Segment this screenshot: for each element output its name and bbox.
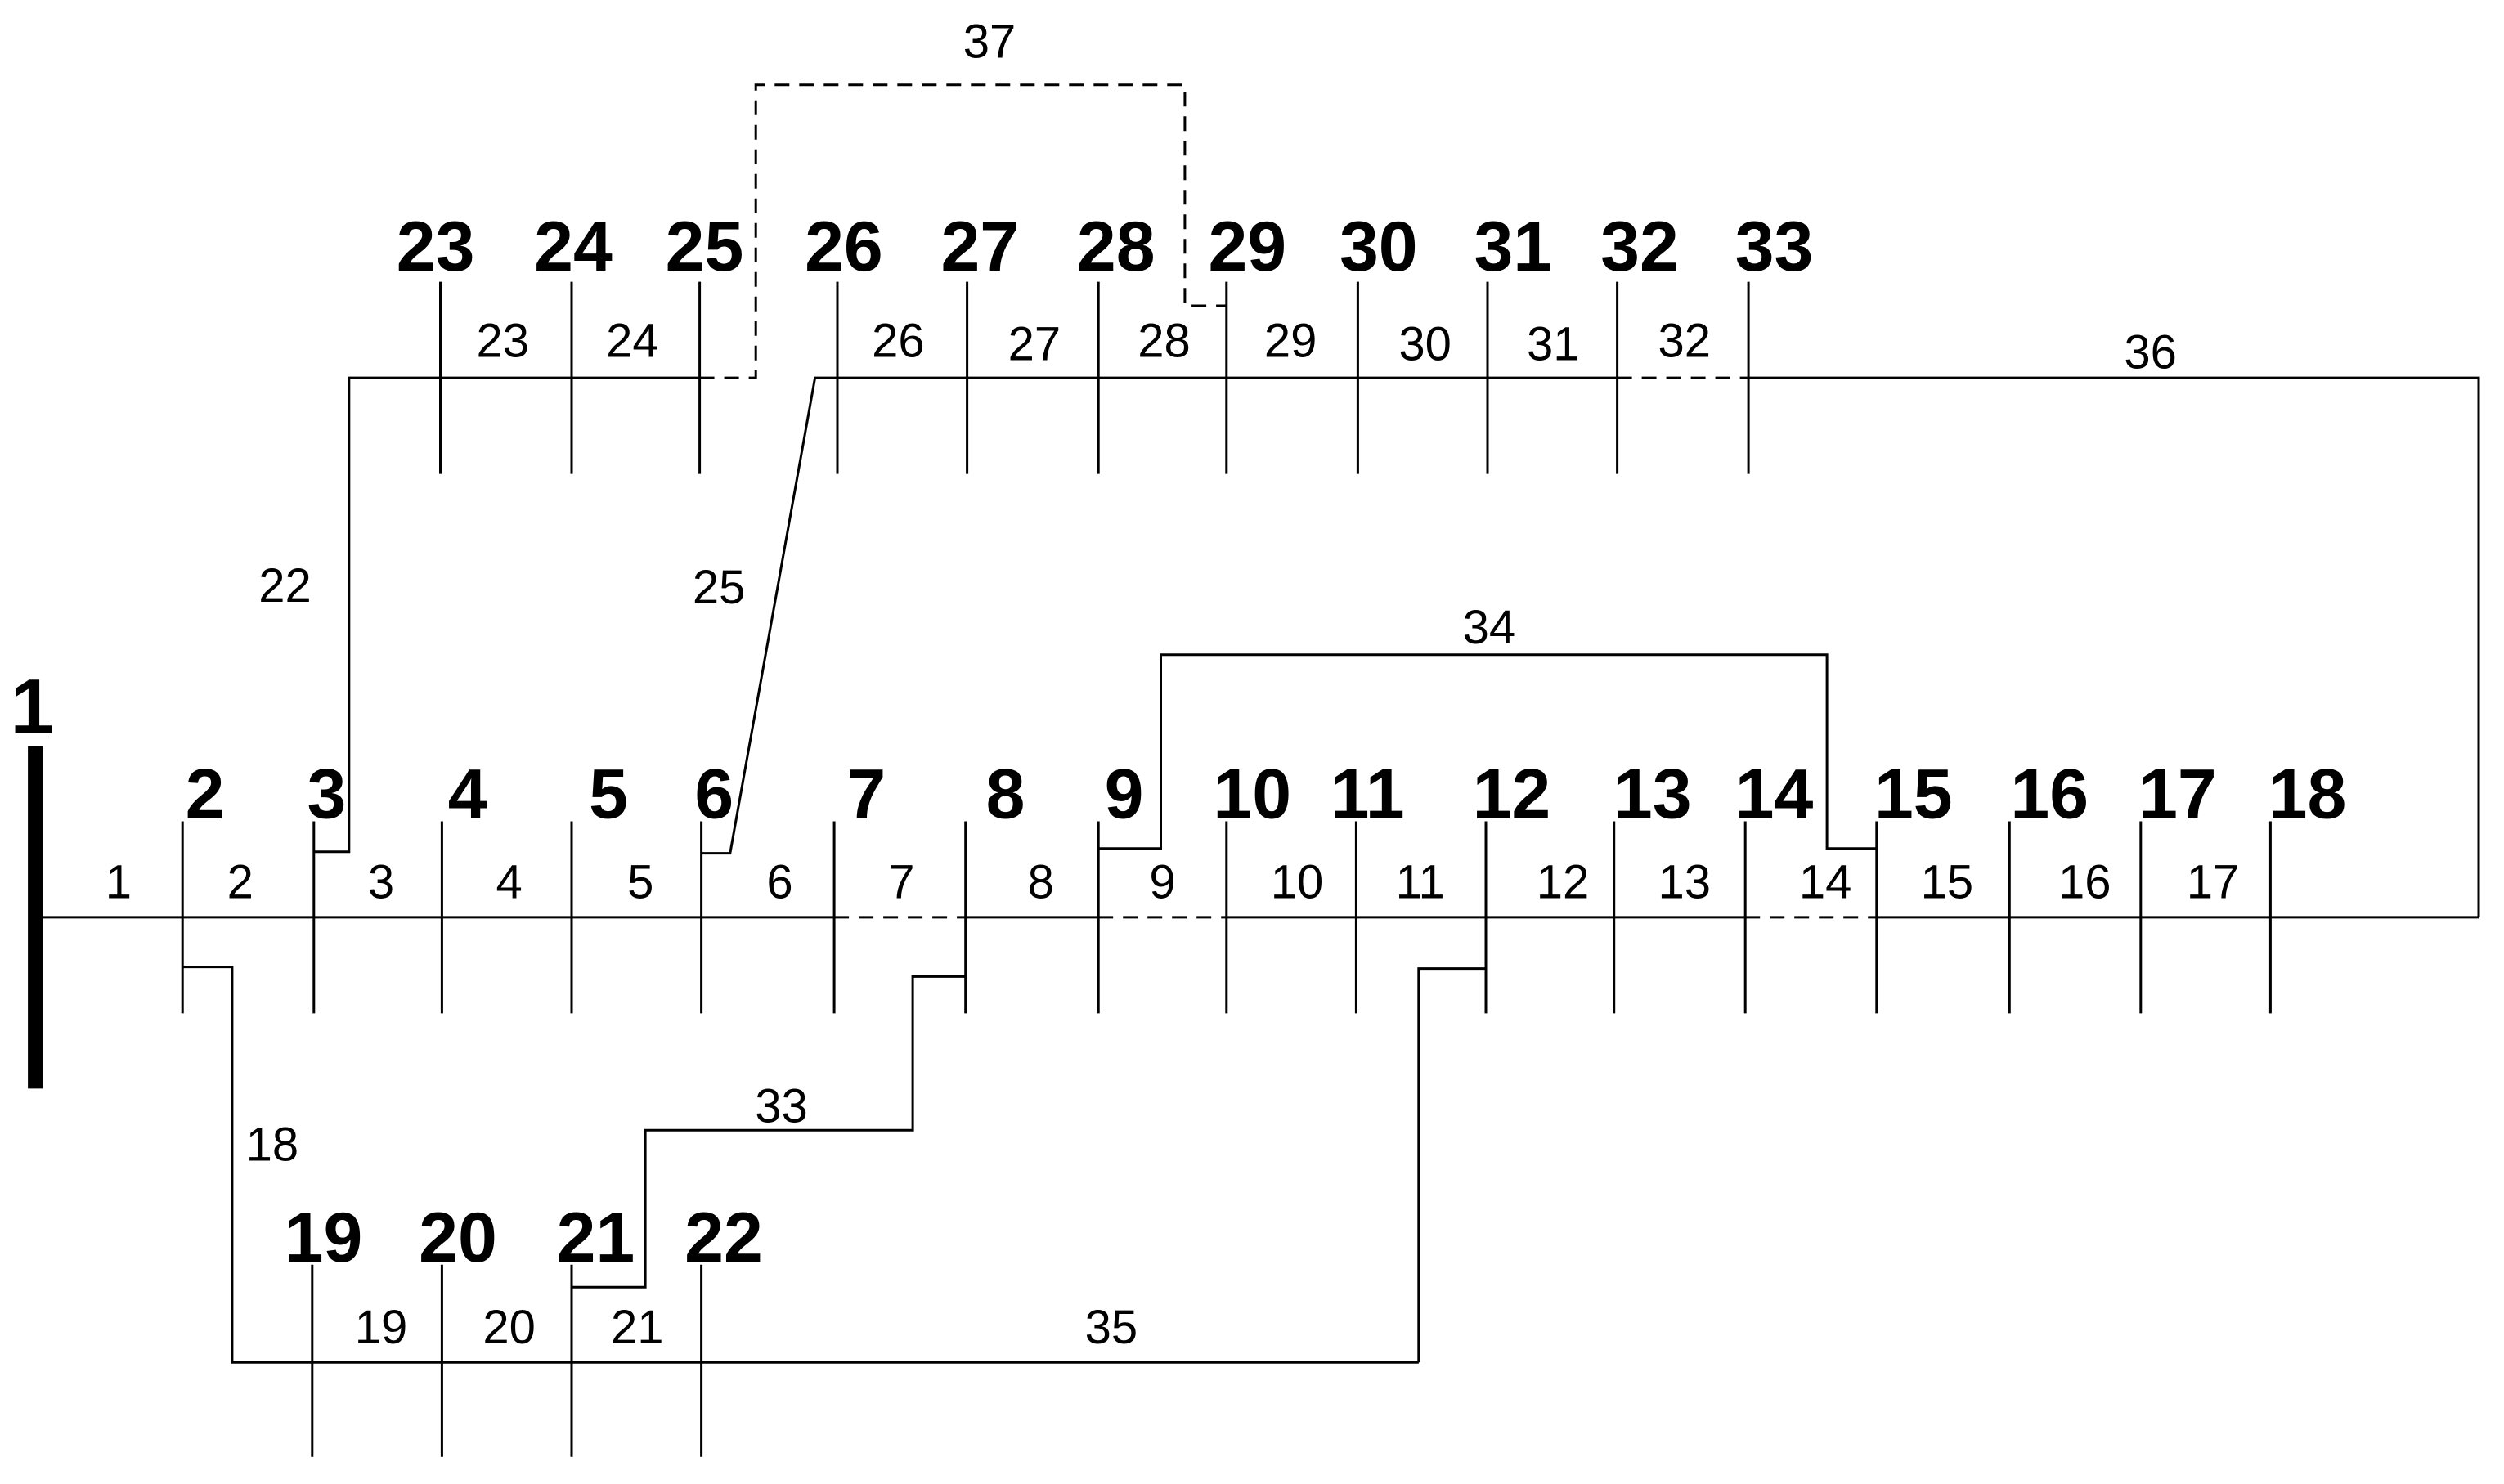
- bus-label-10: 10: [1213, 755, 1291, 834]
- bus-label-18: 18: [2268, 755, 2347, 834]
- branch-label-25: 25: [693, 561, 746, 614]
- bus-label-21: 21: [557, 1199, 635, 1277]
- branch-label-1: 1: [105, 855, 132, 908]
- tie-branch-36: [1748, 376, 2480, 917]
- branch-label-9: 9: [1149, 855, 1175, 908]
- branch-label-10: 10: [1271, 855, 1324, 908]
- tie-branch-33: [572, 975, 966, 1289]
- feeder-wires: [39, 83, 2480, 1364]
- branch-label-30: 30: [1398, 318, 1452, 371]
- branch-label-19: 19: [355, 1301, 408, 1354]
- bus-label-11: 11: [1331, 755, 1405, 834]
- bus-label-6: 6: [694, 755, 734, 834]
- branch-label-7: 7: [888, 855, 914, 908]
- bus-label-30: 30: [1340, 208, 1418, 286]
- branch-label-24: 24: [606, 315, 659, 368]
- bus-bars: [28, 281, 2272, 1457]
- branch-label-36: 36: [2124, 325, 2177, 379]
- bus-label-4: 4: [448, 755, 487, 834]
- branch-label-2: 2: [227, 855, 254, 908]
- branch-label-12: 12: [1537, 855, 1590, 908]
- branch-label-3: 3: [368, 855, 394, 908]
- bus-label-9: 9: [1105, 755, 1144, 834]
- branch-label-22: 22: [258, 559, 312, 612]
- branch-label-26: 26: [872, 315, 925, 368]
- tie-branch-34: [1098, 653, 1877, 850]
- bus-label-31: 31: [1474, 208, 1552, 286]
- branch-label-32: 32: [1658, 315, 1712, 368]
- switch-open-branch-37-a: [699, 83, 1227, 379]
- bus-label-1: 1: [11, 663, 54, 751]
- branch-label-13: 13: [1658, 855, 1712, 908]
- branch-label-14: 14: [1799, 855, 1852, 908]
- bus-label-13: 13: [1613, 755, 1692, 834]
- branch-label-5: 5: [627, 855, 653, 908]
- bus-label-12: 12: [1473, 755, 1551, 834]
- branch-label-11: 11: [1396, 855, 1445, 908]
- branch-label-29: 29: [1264, 315, 1317, 368]
- bus-label-2: 2: [186, 755, 225, 834]
- bus-label-3: 3: [307, 755, 346, 834]
- branch-label-33: 33: [755, 1080, 808, 1133]
- bus-label-7: 7: [846, 755, 886, 834]
- bus-label-29: 29: [1208, 208, 1286, 286]
- bus-label-28: 28: [1077, 208, 1156, 286]
- branch-label-17: 17: [2187, 855, 2240, 908]
- branch-label-8: 8: [1028, 855, 1054, 908]
- bus-label-20: 20: [419, 1199, 497, 1277]
- branch-label-4: 4: [496, 855, 522, 908]
- bus-label-24: 24: [534, 208, 613, 286]
- bus-label-33: 33: [1735, 208, 1814, 286]
- branch-label-21: 21: [611, 1301, 664, 1354]
- branch-label-18: 18: [246, 1119, 299, 1172]
- bus-label-27: 27: [940, 208, 1019, 286]
- branch-label-23: 23: [477, 315, 530, 368]
- bus-label-26: 26: [805, 208, 883, 286]
- bus-label-25: 25: [666, 208, 744, 286]
- bus-label-19: 19: [285, 1199, 363, 1277]
- branch-label-15: 15: [1921, 855, 1974, 908]
- bus-label-5: 5: [589, 755, 628, 834]
- bus-label-14: 14: [1735, 755, 1814, 834]
- branch-label-16: 16: [2058, 855, 2111, 908]
- branch-label-35: 35: [1085, 1301, 1138, 1354]
- branch-label-27: 27: [1008, 318, 1061, 371]
- branch-label-6: 6: [766, 855, 792, 908]
- bus-label-17: 17: [2138, 755, 2217, 834]
- bus-label-16: 16: [2010, 755, 2089, 834]
- branch-label-28: 28: [1138, 315, 1191, 368]
- branch-label-37: 37: [963, 16, 1016, 69]
- tie-branch-35: [1417, 967, 1486, 1363]
- branch-label-20: 20: [482, 1301, 536, 1354]
- lateral-branch-25: [701, 376, 1618, 855]
- lateral-branch-22: [313, 376, 700, 854]
- lateral-branch-18: [182, 966, 1419, 1364]
- bus-label-32: 32: [1600, 208, 1679, 286]
- bus-label-22: 22: [684, 1199, 763, 1277]
- branch-label-34: 34: [1463, 601, 1516, 654]
- bus-label-8: 8: [986, 755, 1025, 834]
- bus-label-15: 15: [1874, 755, 1953, 834]
- bus-label-23: 23: [397, 208, 475, 286]
- branch-label-31: 31: [1527, 318, 1580, 371]
